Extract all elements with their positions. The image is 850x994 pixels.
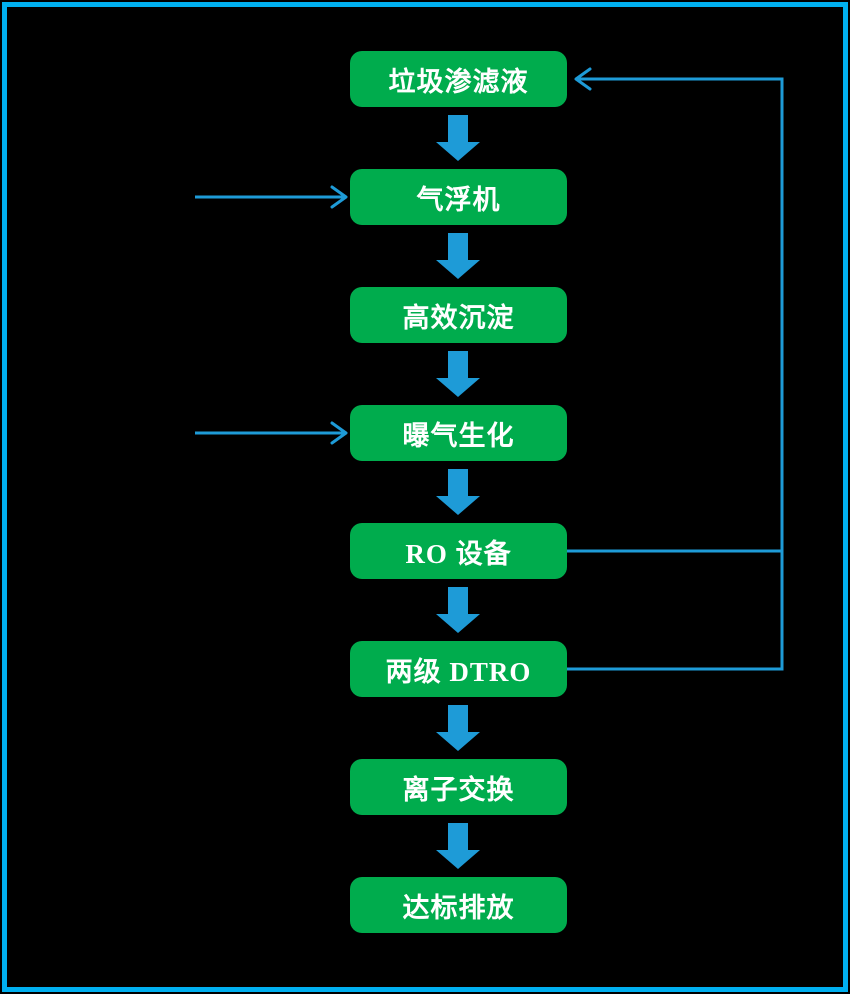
node-aeration: 曝气生化 [350, 405, 567, 461]
node-leachate: 垃圾渗滤液 [350, 51, 567, 107]
flow-arrow-down-6 [436, 705, 480, 751]
node-discharge: 达标排放 [350, 877, 567, 933]
node-air-flotation: 气浮机 [350, 169, 567, 225]
flow-arrow-down-5 [436, 587, 480, 633]
flow-arrow-down-7 [436, 823, 480, 869]
flow-arrow-down-1 [436, 115, 480, 161]
node-sedimentation: 高效沉淀 [350, 287, 567, 343]
node-ro: RO 设备 [350, 523, 567, 579]
feedback-line-dtro-return [567, 67, 784, 671]
node-ion-exchange: 离子交换 [350, 759, 567, 815]
flow-arrow-down-3 [436, 351, 480, 397]
flow-arrow-down-4 [436, 469, 480, 515]
node-dtro: 两级 DTRO [350, 641, 567, 697]
flow-arrow-down-2 [436, 233, 480, 279]
